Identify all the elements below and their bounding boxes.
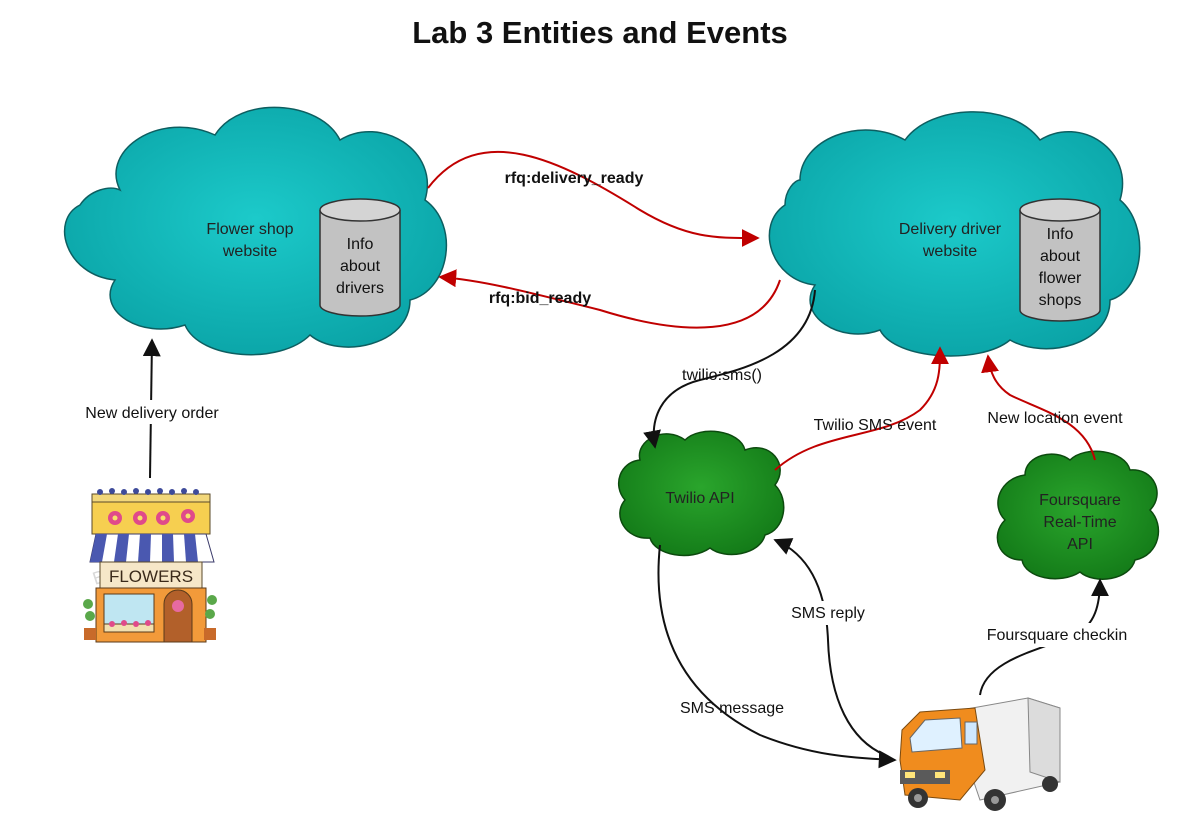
twilio-api-label: Twilio API	[665, 490, 734, 507]
delivery-driver-label-2: website	[922, 243, 977, 260]
sms-event-arrow	[774, 346, 949, 471]
sms-reply-label-bg	[785, 601, 871, 625]
drivers-db-line-2: about	[340, 258, 381, 275]
bid-ready-arrow	[438, 269, 781, 329]
drivers-db-line-1: Info	[347, 236, 374, 253]
sms-reply-label: SMS reply	[791, 605, 865, 622]
shops-db-line-3: flower	[1039, 270, 1082, 287]
bid-ready-label: rfq:bid_ready	[489, 290, 591, 307]
flower-shop-cloud: Flower shop website Info about drivers	[63, 106, 448, 356]
checkin-label: Foursquare checkin	[987, 627, 1128, 644]
foursquare-label-1: Foursquare	[1039, 492, 1121, 509]
shops-db-line-1: Info	[1047, 226, 1074, 243]
delivery-driver-label-1: Delivery driver	[899, 221, 1002, 238]
twilio-sms-label: twilio:sms()	[682, 367, 762, 384]
checkin-label-bg	[976, 623, 1138, 647]
shops-db-line-4: shops	[1039, 292, 1082, 309]
drivers-db-line-3: drivers	[336, 280, 384, 297]
foursquare-label-2: Real-Time	[1043, 514, 1116, 531]
twilio-api-cloud: Twilio API	[617, 430, 785, 557]
flower-shop-picture: Brian FLOWERS	[83, 488, 217, 643]
shops-db-line-2: about	[1040, 248, 1081, 265]
flower-shop-label-1: Flower shop	[206, 221, 293, 238]
location-event-label: New location event	[987, 410, 1123, 427]
new-order-label: New delivery order	[85, 405, 219, 422]
drivers-database: Info about drivers	[319, 198, 401, 317]
flower-shops-database: Info about flower shops	[1019, 198, 1101, 322]
location-event-arrow	[981, 354, 1096, 461]
shop-sign-text: FLOWERS	[109, 567, 193, 586]
delivery-ready-label: rfq:delivery_ready	[505, 170, 644, 187]
foursquare-api-cloud: Foursquare Real-Time API	[996, 450, 1160, 580]
delivery-ready-arrow	[427, 151, 760, 248]
diagram-title: Lab 3 Entities and Events	[412, 15, 788, 50]
new-order-label-bg	[70, 400, 232, 424]
sms-message-label: SMS message	[680, 700, 784, 717]
twilio-sms-arrow	[643, 289, 816, 449]
sms-reply-arrow	[773, 538, 886, 756]
delivery-driver-cloud: Delivery driver website Info about flowe…	[768, 111, 1141, 357]
sms-message-arrow	[657, 544, 897, 769]
delivery-truck-picture	[899, 697, 1061, 811]
sms-event-label: Twilio SMS event	[814, 417, 937, 434]
flower-shop-label-2: website	[222, 243, 277, 260]
foursquare-label-3: API	[1067, 536, 1093, 553]
